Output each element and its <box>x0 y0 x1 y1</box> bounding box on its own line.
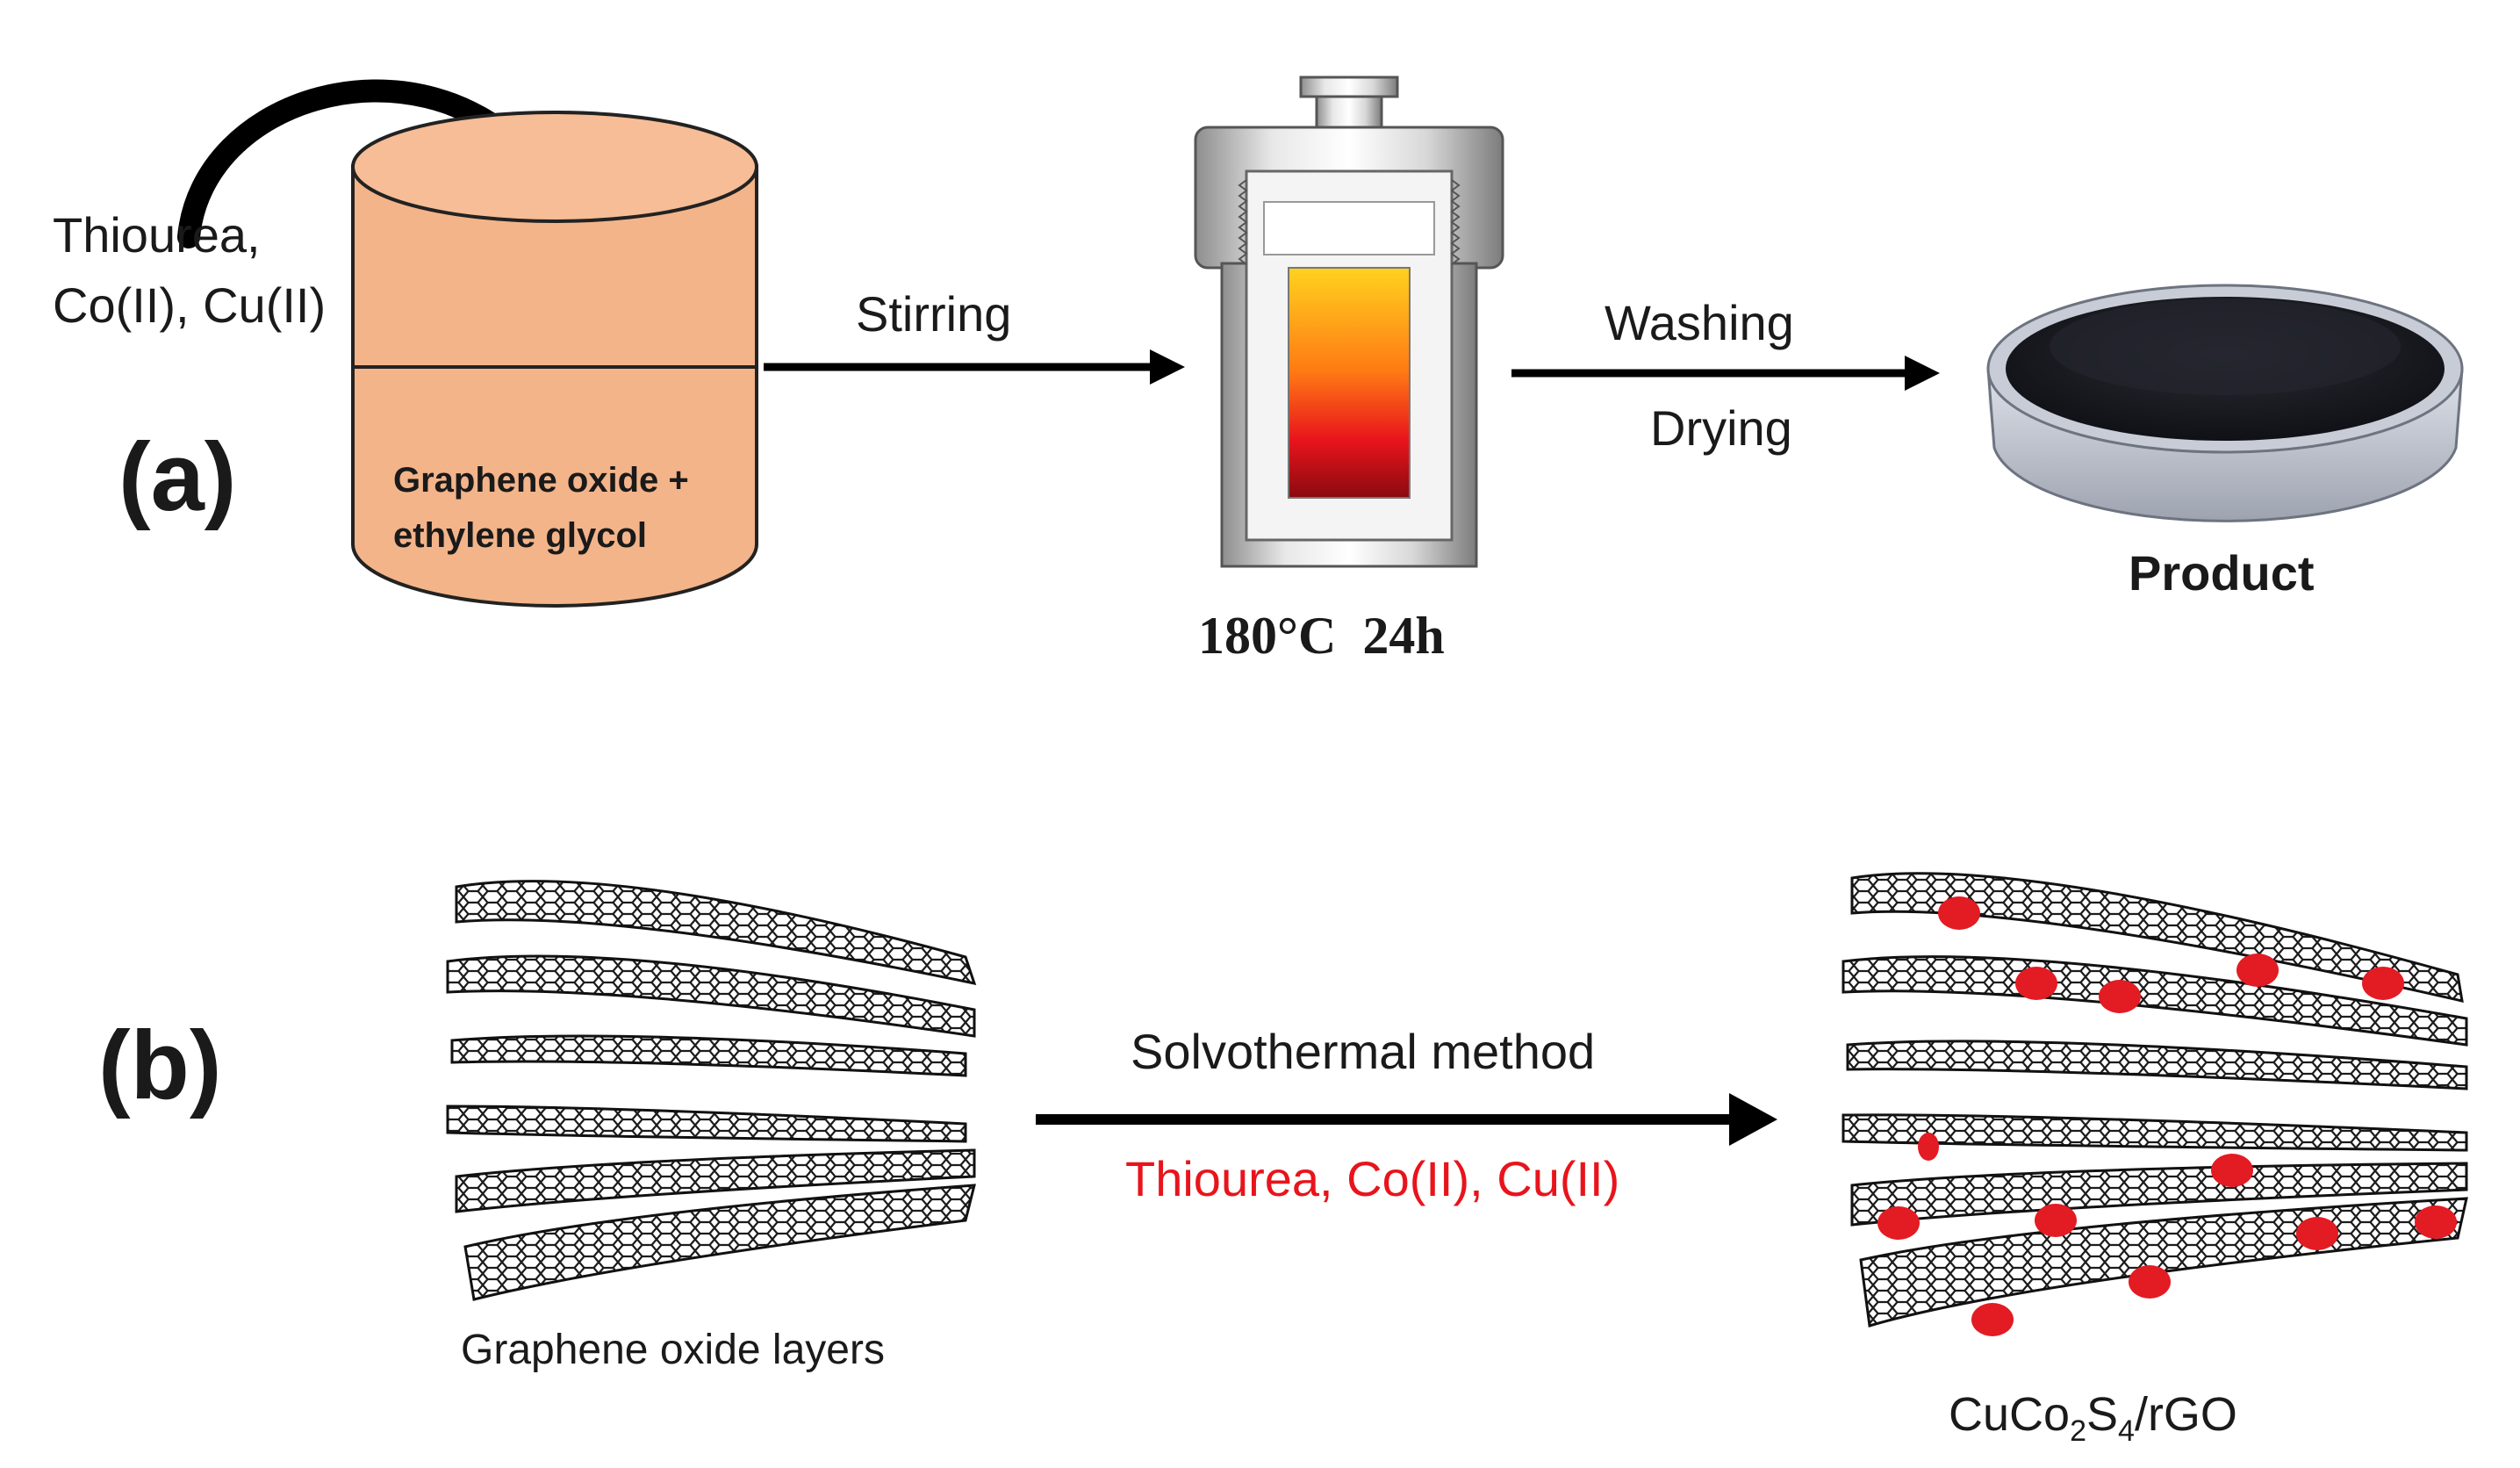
left-caption: Graphene oxide layers <box>461 1327 885 1373</box>
caption-sub-2: 2 <box>2070 1414 2086 1448</box>
step-washing-label: Washing <box>1605 295 1794 350</box>
stirring-arrow <box>764 349 1185 385</box>
method-label: Solvothermal method <box>1131 1024 1596 1079</box>
cuco2s4-rgo-layers-icon <box>1842 872 2468 1336</box>
beaker-text-1: Graphene oxide + <box>393 461 689 500</box>
product-label: Product <box>2129 545 2315 601</box>
graphene-oxide-layers-icon <box>446 880 977 1301</box>
panel-label-b: (b) <box>98 1011 222 1119</box>
right-caption: CuCo2S4/rGO <box>1949 1387 2237 1449</box>
step-drying-label: Drying <box>1650 400 1792 456</box>
caption-s: S <box>2086 1388 2119 1441</box>
panel-b: (b) Graphene oxide layers Solvothermal m… <box>0 720 2520 1468</box>
washing-arrow <box>1511 356 1940 391</box>
beaker-icon <box>351 111 758 608</box>
solvothermal-arrow <box>1036 1093 1777 1146</box>
petri-dish-icon <box>1986 284 2464 522</box>
autoclave-condition: 180°C 24h <box>1198 607 1445 665</box>
reactant-line-1: Thiourea, <box>53 207 261 263</box>
caption-cuco: CuCo <box>1949 1388 2071 1441</box>
panel-a: Thiourea, Co(II), Cu(II) (a) Graphene ox… <box>0 0 2520 720</box>
reagents-label: Thiourea, Co(II), Cu(II) <box>1125 1151 1620 1206</box>
reactant-line-2: Co(II), Cu(II) <box>53 277 327 333</box>
caption-rgo: /rGO <box>2134 1388 2237 1441</box>
nanoparticles <box>1877 896 2457 1336</box>
autoclave-icon <box>1194 76 1504 568</box>
step-stirring-label: Stirring <box>856 286 1012 342</box>
beaker-text-2: ethylene glycol <box>393 516 647 555</box>
panel-label-a: (a) <box>118 423 237 531</box>
caption-sub-4: 4 <box>2118 1414 2135 1448</box>
